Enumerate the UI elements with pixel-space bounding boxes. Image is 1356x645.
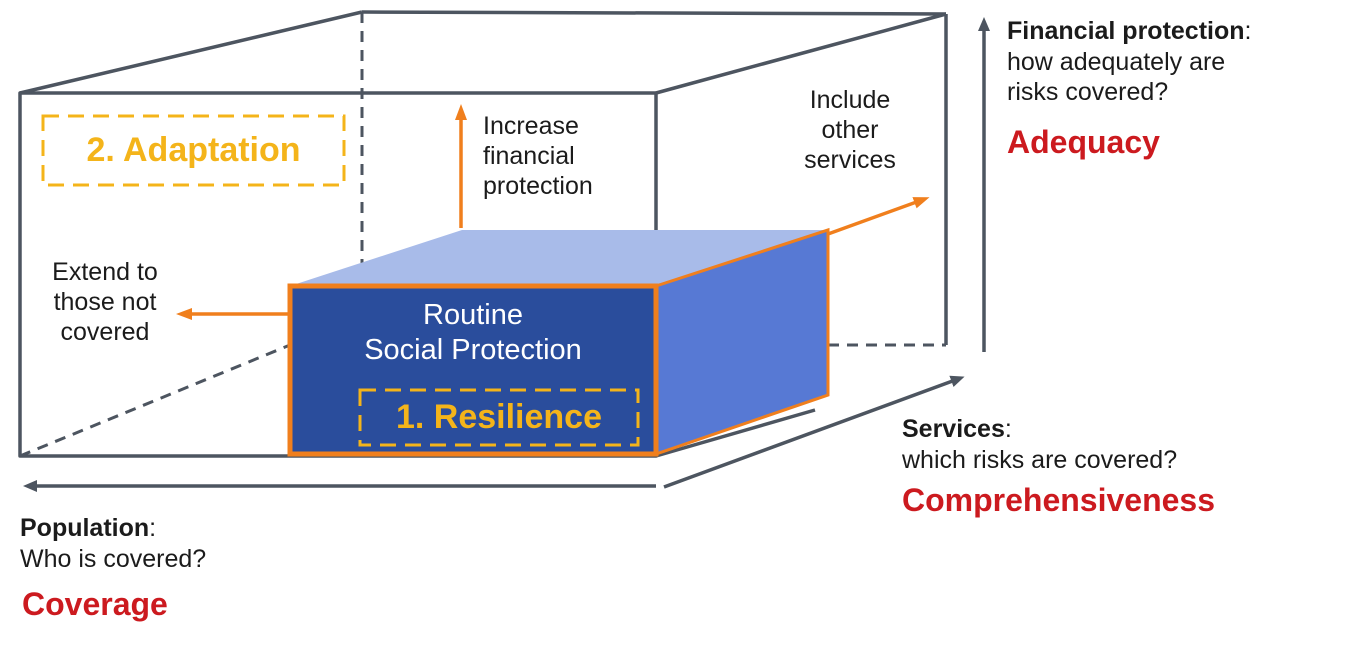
cube-back-floor-edge-left <box>19 343 291 458</box>
population-heading: Population: <box>20 513 156 543</box>
social-protection-label: Social Protection <box>364 334 582 366</box>
increase-text-line1: Increase <box>483 112 579 140</box>
services-question: which risks are covered? <box>902 446 1178 474</box>
routine-social-protection-box <box>287 227 830 457</box>
extend-text-line3: covered <box>60 318 150 346</box>
extend-text-line1: Extend to <box>52 258 158 286</box>
routine-label: Routine <box>423 299 523 331</box>
increase-text-line3: protection <box>483 172 593 200</box>
financial-protection-question-line2: risks covered? <box>1007 78 1169 106</box>
cube-top-right-edge <box>655 12 947 95</box>
population-colon: : <box>149 514 157 542</box>
services-heading: Services: <box>902 414 1012 444</box>
include-text-line3: services <box>804 146 896 174</box>
resilience-dashed-box <box>358 388 640 447</box>
include-arrow <box>827 197 930 236</box>
extend-text-line2: those not <box>53 288 157 316</box>
financial-protection-colon: : <box>1244 17 1252 45</box>
adaptation-dashed-box <box>41 114 346 187</box>
financial-protection-term: Financial protection <box>1007 17 1245 45</box>
inner-box-top-face-fill <box>290 230 828 286</box>
population-term: Population <box>20 514 150 542</box>
adaptation-label: 2. Adaptation <box>86 131 301 169</box>
cube-top-back-edge <box>361 10 947 16</box>
increase-text-line2: financial <box>483 142 575 170</box>
coverage-label: Coverage <box>22 586 168 622</box>
include-text-line2: other <box>821 116 879 144</box>
cube-hidden-edges <box>19 12 946 458</box>
financial-protection-heading: Financial protection: <box>1007 16 1251 46</box>
financial-protection-question-line1: how adequately are <box>1007 48 1226 76</box>
resilience-label: 1. Resilience <box>395 398 602 436</box>
services-colon: : <box>1004 415 1012 443</box>
cube-top-left-edge <box>19 10 363 95</box>
dimension-axes <box>23 17 990 492</box>
cube-bottom-right-edge <box>655 408 816 458</box>
inner-box-front-face <box>287 283 659 457</box>
include-text-line1: Include <box>809 86 891 114</box>
adequacy-label: Adequacy <box>1007 124 1160 160</box>
population-question: Who is covered? <box>20 545 207 573</box>
services-term: Services <box>902 415 1005 443</box>
services-axis <box>663 375 965 489</box>
comprehensiveness-label: Comprehensiveness <box>902 482 1216 518</box>
expansion-arrows <box>176 104 930 320</box>
